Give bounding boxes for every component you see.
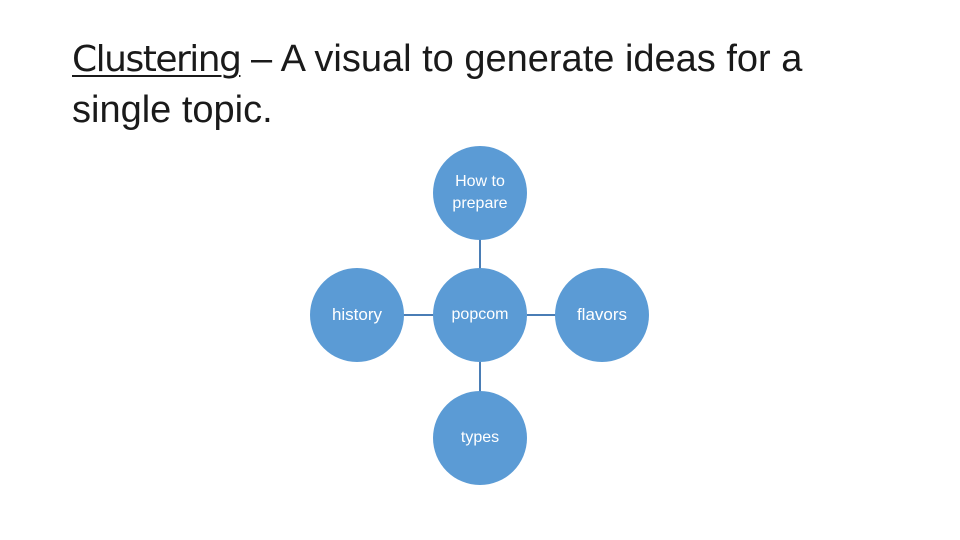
title-term: Clustering: [72, 39, 242, 80]
node-right: flavors: [555, 268, 649, 362]
node-right-label: flavors: [576, 305, 628, 324]
node-left: history: [310, 268, 404, 362]
node-top: How to prepare: [433, 146, 527, 240]
connector-left: [402, 314, 434, 316]
node-left-label: history: [331, 305, 383, 324]
connector-top: [479, 238, 481, 271]
node-center-label: popcom: [451, 306, 509, 323]
node-bottom-label: types: [460, 429, 500, 446]
node-top-label: How to prepare: [452, 173, 508, 212]
title-description: – A visual to generate ideas for a singl…: [72, 38, 803, 131]
node-center: popcom: [433, 268, 527, 362]
node-bottom: types: [433, 391, 527, 485]
connector-bottom: [479, 362, 481, 394]
slide-title: Clustering – A visual to generate ideas …: [72, 34, 872, 135]
connector-right: [527, 314, 557, 316]
